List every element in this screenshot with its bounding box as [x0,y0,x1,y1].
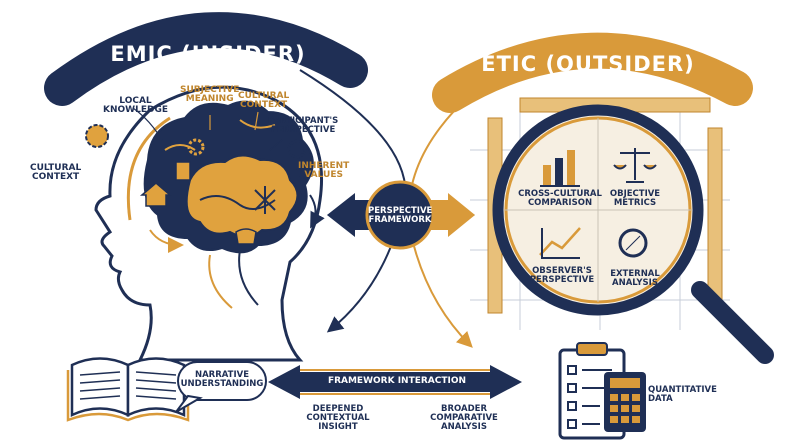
label-objective-metrics: OBJECTIVE METRICS [609,189,661,208]
label-broader-comparative-analysis: BROADER COMPARATIVE ANALYSIS [430,404,498,432]
emic-title-banner [44,12,368,106]
label-quantitative-data: QUANTITATIVE DATA [648,385,717,404]
bar-chart-icon [540,150,580,187]
label-cross-cultural-comparison: CROSS-CULTURAL COMPARISON [518,189,602,208]
magnifying-glass [470,97,774,364]
line-chart-icon [539,227,581,259]
pattern-icon [254,186,276,214]
emic-title: EMIC (INSIDER) [110,42,306,66]
speech-bubble [175,361,267,413]
label-cultural-context-left: CULTURAL CONTEXT [30,163,82,183]
calculator-icon [604,372,646,432]
perspective-framework-node [327,180,475,250]
cultural-context-gear-icon [85,124,109,148]
label-framework-interaction: FRAMEWORK INTERACTION [327,376,467,386]
compass-icon [618,228,648,258]
gear-icon [187,138,205,156]
label-subjective-meaning: SUBJECTIVE MEANING [180,85,240,105]
house-icon [139,182,173,207]
label-inherent-values: INHERENT VALUES [298,161,350,181]
label-perspective-framework: PERSPECTIVE FRAMEWORK [368,206,433,225]
framework-interaction-bar [268,365,522,399]
etic-title: ETIC (OUTSIDER) [481,52,695,76]
pot-icon [235,228,257,245]
label-narrative-understanding: NARRATIVE UNDERSTANDING [180,370,264,389]
open-book-icon [66,357,190,422]
brain-illustration [139,100,314,254]
label-external-analysis: EXTERNAL ANALYSIS [610,269,660,288]
hand-icon [175,161,191,181]
gear-icon [233,159,251,177]
scale-icon [613,148,657,183]
values-gear-icon [287,139,307,159]
label-observers-perspective: OBSERVER'S PERSPECTIVE [529,266,595,285]
label-participants-perspective: PARTICIPANT'S PERSPECTIVE [268,116,339,135]
label-local-knowledge: LOCAL KNOWLEDGE [103,96,168,116]
etic-title-banner [432,32,753,113]
label-deepened-contextual-insight: DEEPENED CONTEXTUAL INSIGHT [306,404,370,432]
label-cultural-context-top: CULTURAL CONTEXT [238,91,290,111]
